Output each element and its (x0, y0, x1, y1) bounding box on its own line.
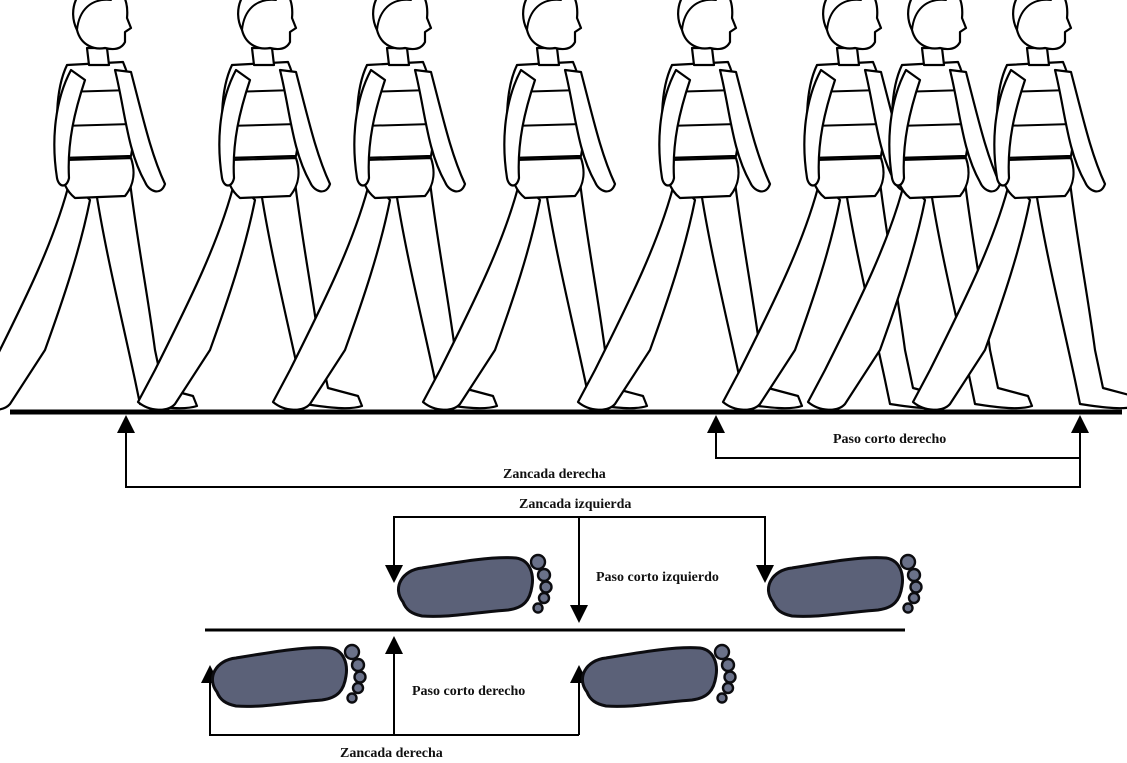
footprint-icon (582, 645, 735, 706)
arrow-down-icon (570, 605, 588, 623)
arrow-up-icon (707, 415, 725, 433)
footprint-icon (212, 645, 365, 706)
left-stride-label: Zancada izquierda (519, 497, 631, 512)
lower-stride-label: Zancada derecha (340, 746, 443, 761)
upper-short-step-bracket: Paso corto derecho (716, 432, 1080, 458)
footprint-icon (398, 555, 551, 616)
arrow-up-icon (385, 636, 403, 654)
upper-short-step-label: Paso corto derecho (833, 432, 946, 447)
lower-short-step-label: Paso corto derecho (412, 684, 525, 699)
walking-figures (0, 0, 1127, 410)
lower-short-step-bracket: Paso corto derecho (394, 654, 579, 735)
arrow-up-icon (117, 415, 135, 433)
upper-stride-label: Zancada derecha (503, 467, 606, 482)
footprint-icon (768, 555, 921, 616)
arrow-up-icon (1071, 415, 1089, 433)
left-short-step-label: Paso corto izquierdo (596, 570, 719, 585)
